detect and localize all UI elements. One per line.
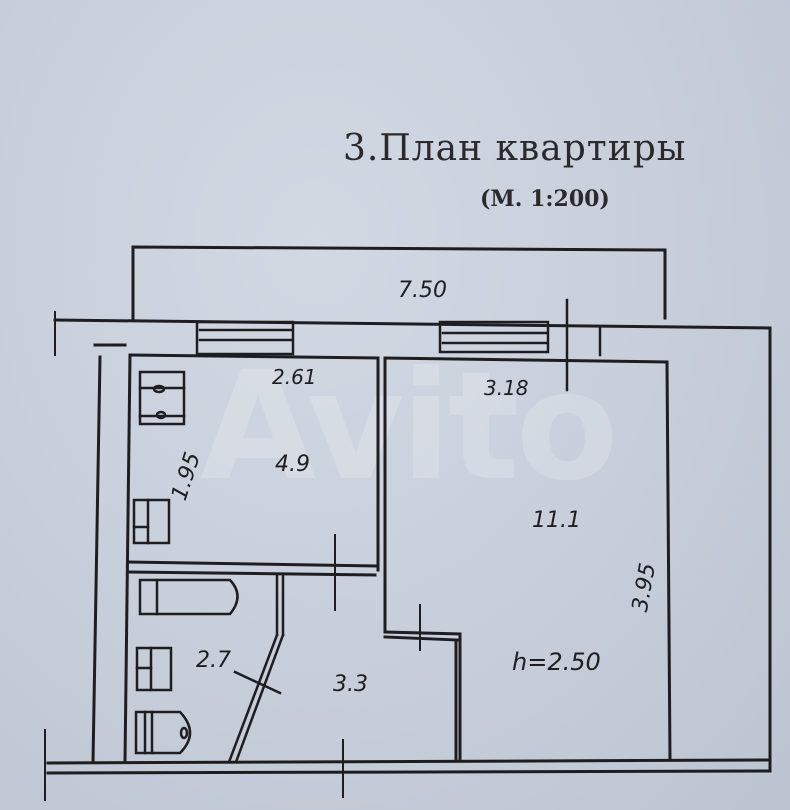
stove-icon bbox=[138, 370, 186, 426]
watermark: Avito bbox=[200, 340, 619, 514]
sink-icon bbox=[132, 498, 171, 545]
room-walls bbox=[383, 356, 672, 762]
dim-total-width: 7.50 bbox=[398, 278, 447, 303]
exterior-wall-left bbox=[91, 353, 132, 764]
area-hallway: 3.3 bbox=[333, 672, 368, 697]
window-room bbox=[438, 320, 550, 354]
dim-room-width: 3.18 bbox=[484, 376, 529, 400]
washbasin-icon bbox=[135, 646, 173, 692]
balcony-outline bbox=[131, 245, 667, 320]
plan-title: 3.План квартиры bbox=[343, 128, 687, 169]
toilet-icon bbox=[134, 710, 192, 755]
area-kitchen: 4.9 bbox=[275, 452, 310, 477]
kitchen-walls bbox=[126, 353, 387, 634]
dim-kitchen-width: 2.61 bbox=[272, 365, 317, 389]
exterior-wall-top bbox=[53, 311, 772, 772]
bathtub-icon bbox=[138, 578, 239, 616]
bathroom-walls bbox=[227, 573, 285, 764]
exterior-wall-bottom bbox=[44, 729, 772, 801]
plan-scale: (М. 1:200) bbox=[480, 186, 610, 212]
area-bathroom: 2.7 bbox=[196, 648, 231, 673]
window-kitchen bbox=[195, 320, 295, 356]
ceiling-height: h=2.50 bbox=[512, 648, 601, 676]
area-living-room: 11.1 bbox=[532, 508, 581, 533]
